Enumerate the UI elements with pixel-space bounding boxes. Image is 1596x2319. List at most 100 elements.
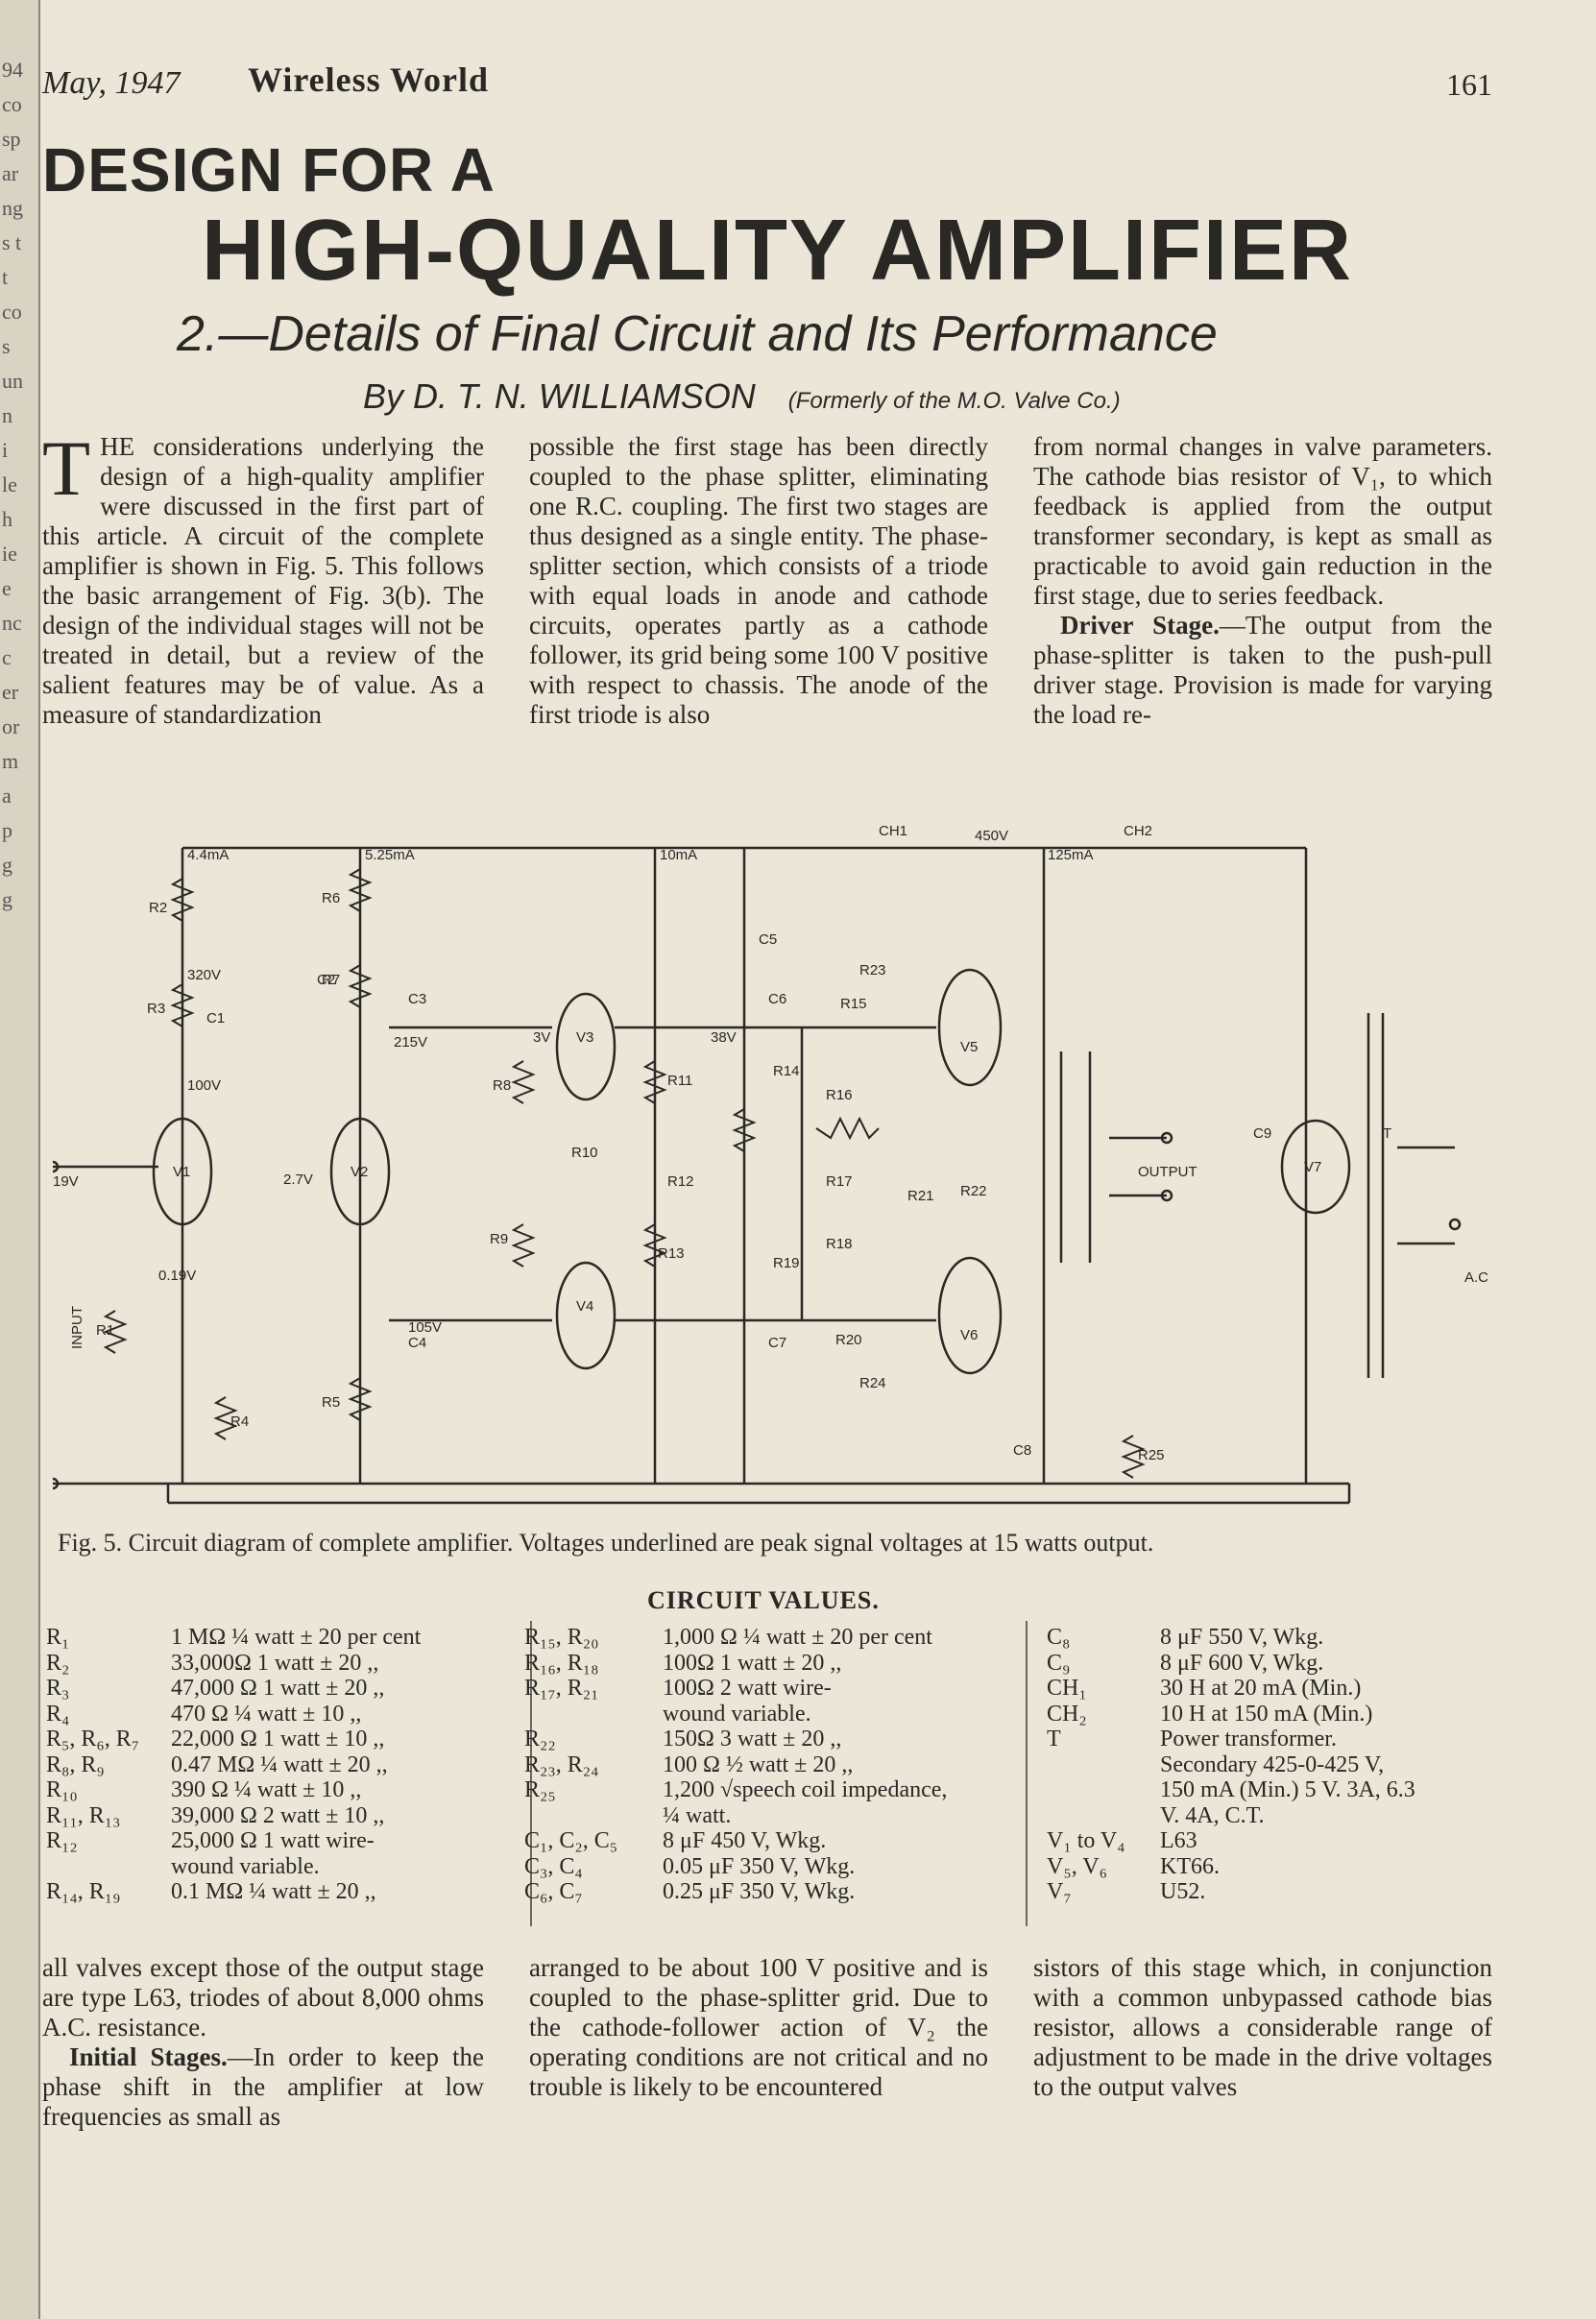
component-name: C₈: [1047, 1625, 1071, 1650]
svg-text:R19: R19: [773, 1255, 800, 1271]
component-name: C₁, C₂, C₅: [524, 1828, 618, 1853]
component-value: 0.25 μF 350 V, Wkg.: [663, 1879, 856, 1904]
component-name: R₁₆, R₁₈: [524, 1650, 599, 1676]
gutter-fragment: ng: [2, 196, 23, 220]
component-value: Secondary 425-0-425 V,: [1160, 1751, 1385, 1777]
figure-caption: Fig. 5. Circuit diagram of complete ampl…: [58, 1529, 1154, 1557]
paragraph: Initial Stages.—In order to keep the pha…: [42, 2042, 484, 2131]
svg-text:C6: C6: [768, 991, 786, 1007]
component-name: R₄: [46, 1701, 70, 1727]
paragraph: from normal changes in valve parameters.…: [1033, 432, 1492, 610]
svg-text:19V: 19V: [53, 1173, 79, 1190]
svg-text:V6: V6: [960, 1327, 978, 1343]
section-heading: Driver Stage.: [1060, 611, 1220, 640]
component-name: R₂: [46, 1650, 70, 1676]
gutter-fragment: g: [2, 887, 12, 911]
component-value: ¼ watt.: [663, 1802, 732, 1828]
component-value: 1,000 Ω ¼ watt ± 20 per cent: [663, 1625, 932, 1650]
paragraph: possible the first stage has been direct…: [529, 432, 988, 729]
component-value: KT66.: [1160, 1853, 1220, 1879]
component-value: L63: [1160, 1828, 1197, 1853]
svg-text:R15: R15: [840, 996, 867, 1012]
component-name: V₇: [1047, 1879, 1072, 1904]
component-value: 150 mA (Min.) 5 V. 3A, 6.3: [1160, 1777, 1415, 1802]
component-value: 47,000 Ω 1 watt ± 20 ,,: [171, 1676, 385, 1701]
svg-text:R11: R11: [667, 1073, 692, 1089]
svg-text:A.C: A.C: [1464, 1269, 1488, 1286]
author: By D. T. N. WILLIAMSON: [363, 376, 756, 416]
svg-text:V3: V3: [576, 1029, 593, 1046]
component-value: 8 μF 600 V, Wkg.: [1160, 1650, 1324, 1676]
svg-text:R6: R6: [322, 890, 340, 906]
svg-text:R17: R17: [826, 1173, 853, 1190]
svg-text:R23: R23: [859, 962, 886, 978]
component-value: 390 Ω ¼ watt ± 10 ,,: [171, 1777, 362, 1802]
gutter-fragment: un: [2, 369, 23, 393]
byline: By D. T. N. WILLIAMSON (Formerly of the …: [363, 376, 1121, 417]
svg-text:215V: 215V: [394, 1034, 427, 1051]
svg-text:10mA: 10mA: [660, 847, 697, 863]
gutter-fragment: s t: [2, 230, 22, 254]
header-date: May, 1947: [42, 65, 181, 101]
svg-text:C2: C2: [317, 972, 335, 988]
table-divider: [1026, 1621, 1028, 1926]
svg-text:R20: R20: [835, 1332, 862, 1348]
paragraph: Driver Stage.—The output from the phase-…: [1033, 611, 1492, 729]
svg-text:CH2: CH2: [1124, 823, 1152, 839]
gutter-fragment: er: [2, 680, 19, 704]
component-name: R₁₇, R₂₁: [524, 1676, 599, 1701]
component-name: CH₂: [1047, 1701, 1087, 1727]
gutter-fragment: 94: [2, 58, 23, 82]
svg-text:C3: C3: [408, 991, 426, 1007]
gutter-fragment: h: [2, 507, 12, 531]
component-name: C₃, C₄: [524, 1853, 583, 1879]
component-name: V₁ to V₄: [1047, 1828, 1125, 1853]
paragraph: sistors of this stage which, in conjunct…: [1033, 1953, 1492, 2101]
component-name: R₃: [46, 1676, 70, 1701]
gutter-fragment: le: [2, 472, 17, 496]
drop-cap: T: [42, 424, 91, 512]
component-value: 0.05 μF 350 V, Wkg.: [663, 1853, 856, 1879]
body-column-3-bottom: sistors of this stage which, in conjunct…: [1033, 1953, 1492, 2102]
component-value: 8 μF 550 V, Wkg.: [1160, 1625, 1324, 1650]
svg-text:320V: 320V: [187, 967, 221, 983]
article-title-line1: DESIGN FOR A: [42, 135, 496, 205]
paragraph: arranged to be about 100 V positive and …: [529, 1953, 988, 2101]
body-column-2: possible the first stage has been direct…: [529, 432, 988, 730]
body-column-3: from normal changes in valve parameters.…: [1033, 432, 1492, 730]
svg-text:V4: V4: [576, 1298, 593, 1315]
svg-text:R4: R4: [230, 1413, 249, 1430]
svg-text:C7: C7: [768, 1335, 786, 1351]
component-value: 0.1 MΩ ¼ watt ± 20 ,,: [171, 1879, 376, 1904]
component-name: R₁₅, R₂₀: [524, 1625, 599, 1650]
component-value: 1 MΩ ¼ watt ± 20 per cent: [171, 1625, 422, 1650]
svg-text:R7: R7: [322, 972, 340, 988]
component-value: wound variable.: [663, 1701, 811, 1727]
gutter-fragment: nc: [2, 611, 22, 635]
svg-text:C8: C8: [1013, 1442, 1031, 1459]
svg-text:R5: R5: [322, 1394, 340, 1411]
gutter-fragment: co: [2, 92, 22, 116]
svg-text:100V: 100V: [187, 1077, 221, 1094]
affiliation: (Formerly of the M.O. Valve Co.): [787, 388, 1121, 414]
svg-text:INPUT: INPUT: [69, 1306, 85, 1349]
component-name: R₂₅: [524, 1777, 556, 1802]
component-name: R₁₀: [46, 1777, 78, 1802]
component-value: 25,000 Ω 1 watt wire-: [171, 1828, 375, 1853]
gutter-fragment: g: [2, 853, 12, 877]
component-name: R₂₂: [524, 1727, 556, 1751]
component-name: R₁₁, R₁₃: [46, 1802, 121, 1828]
component-value: 22,000 Ω 1 watt ± 10 ,,: [171, 1727, 385, 1751]
gutter-fragment: co: [2, 300, 22, 324]
svg-text:2.7V: 2.7V: [283, 1172, 313, 1188]
svg-text:38V: 38V: [711, 1029, 737, 1046]
svg-text:V7: V7: [1304, 1159, 1321, 1175]
svg-text:R10: R10: [571, 1145, 598, 1161]
svg-text:OUTPUT: OUTPUT: [1138, 1164, 1197, 1180]
component-name: R₁: [46, 1625, 70, 1650]
component-name: T: [1047, 1727, 1061, 1751]
gutter-fragment: s: [2, 334, 11, 358]
gutter-fragment: c: [2, 645, 12, 669]
component-value: 8 μF 450 V, Wkg.: [663, 1828, 827, 1853]
component-name: V₅, V₆: [1047, 1853, 1107, 1879]
